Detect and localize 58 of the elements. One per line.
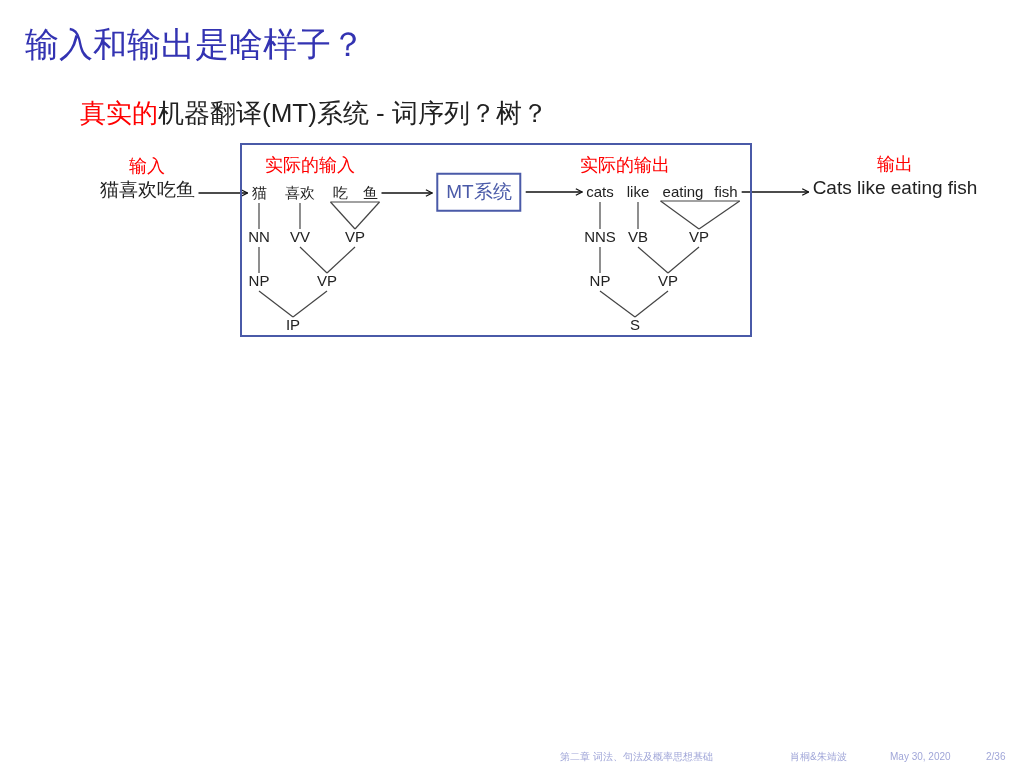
tree-branch-line xyxy=(329,201,356,230)
tree-node-text: 吃 xyxy=(332,184,348,202)
tree-node-text: cats xyxy=(586,183,614,201)
system-box: MT系统 xyxy=(436,172,522,212)
tree-branch-line xyxy=(326,246,356,274)
arrow xyxy=(197,189,249,197)
tree-branch-line xyxy=(659,200,741,202)
tree-node-text: NP xyxy=(248,272,270,290)
tree-branch-line xyxy=(667,246,700,274)
tree-branch-line xyxy=(299,246,328,274)
heading-text: 输入 xyxy=(129,155,165,178)
tree-node-text: VV xyxy=(290,228,310,246)
tree-node-text: fish xyxy=(714,183,738,201)
tree-branch-line xyxy=(637,201,639,230)
tree-node-text: VP xyxy=(317,272,337,290)
tree-branch-line xyxy=(659,200,700,230)
tree-branch-line xyxy=(637,246,669,274)
tree-branch-line xyxy=(698,200,741,230)
tree-node-text: 喜欢 xyxy=(285,184,315,202)
arrow xyxy=(740,188,810,196)
tree-node-text: NNS xyxy=(584,228,616,246)
tree-node-text: VP xyxy=(689,228,709,246)
slide-title: 输入和输出是啥样子？ xyxy=(25,24,365,65)
tree-branch-line xyxy=(354,201,381,230)
footer-text: 2/36 xyxy=(986,750,1006,764)
tree-node-text: eating xyxy=(662,183,704,201)
frame-box xyxy=(240,143,752,337)
tree-node-text: like xyxy=(626,183,650,201)
tree-node-text: NP xyxy=(589,272,611,290)
highlight-text: 真实的 xyxy=(80,97,158,130)
tree-node-text: VP xyxy=(658,272,678,290)
tree-branch-line xyxy=(258,246,260,274)
tree-branch-line xyxy=(599,246,601,274)
subtitle-text: 机器翻译(MT)系统 - 词序列？树？ xyxy=(158,97,548,130)
tree-branch-line xyxy=(299,202,301,230)
tree-node-text: S xyxy=(630,316,640,334)
tree-branch-line xyxy=(292,290,328,318)
footer-text: May 30, 2020 xyxy=(890,750,951,764)
tree-branch-line xyxy=(329,201,381,203)
tree-node-text: VP xyxy=(345,228,365,246)
heading-text: 输出 xyxy=(877,153,913,176)
tree-branch-line xyxy=(599,290,636,318)
heading-text: 实际的输入 xyxy=(265,153,355,177)
tree-node-text: VB xyxy=(628,228,648,246)
footer-text: 肖桐&朱靖波 xyxy=(790,750,847,764)
tree-node-text: IP xyxy=(285,316,301,334)
tree-branch-line xyxy=(599,201,601,230)
output-text: Cats like eating fish xyxy=(812,176,978,200)
tree-node-text: NN xyxy=(248,228,270,246)
arrow xyxy=(380,189,434,197)
tree-branch-line xyxy=(634,290,669,318)
input-text: 猫喜欢吃鱼 xyxy=(99,178,195,202)
tree-node-text: 猫 xyxy=(251,184,267,202)
heading-text: 实际的输出 xyxy=(580,153,670,177)
arrow xyxy=(524,188,584,196)
tree-branch-line xyxy=(258,202,260,230)
tree-branch-line xyxy=(258,290,294,318)
tree-node-text: 鱼 xyxy=(362,184,378,202)
